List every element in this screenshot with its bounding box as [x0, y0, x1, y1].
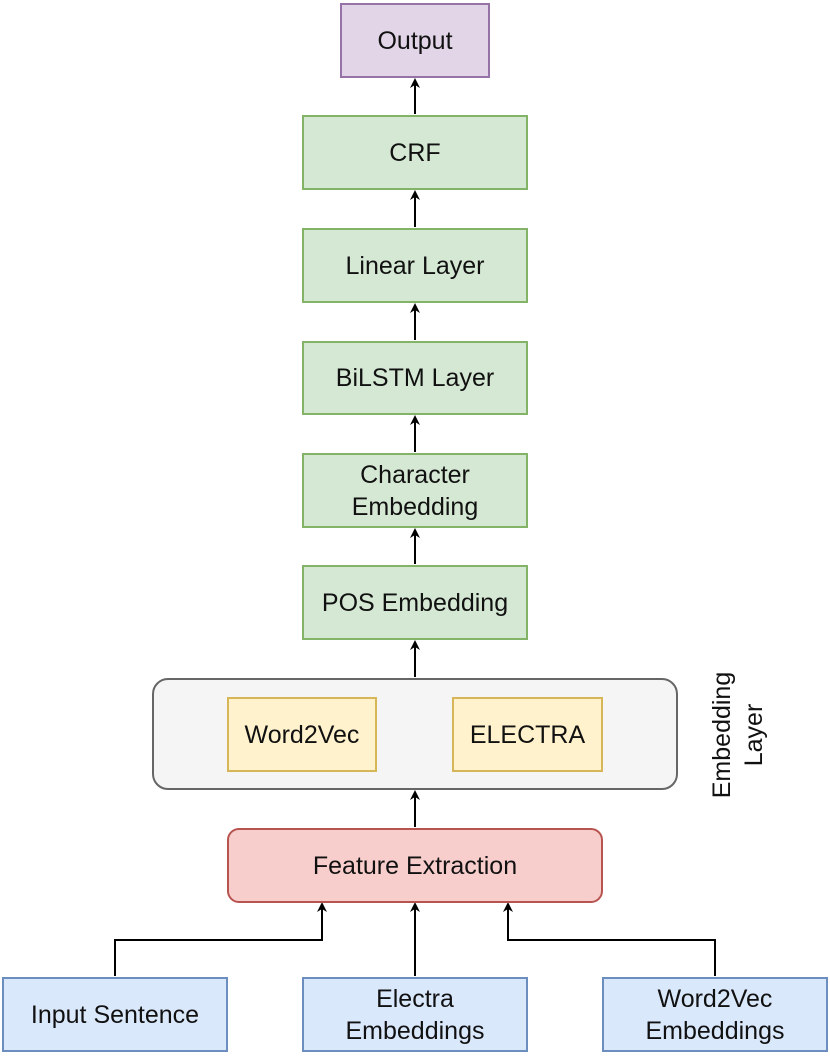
- electra-embeddings-label: Electra Embeddings: [345, 984, 485, 1045]
- crf-label: CRF: [389, 138, 441, 167]
- output-node: Output: [340, 3, 490, 78]
- linear-layer-label: Linear Layer: [345, 251, 485, 280]
- word2vec-node: Word2Vec: [227, 697, 377, 772]
- pos-embedding-node: POS Embedding: [302, 565, 528, 640]
- embedding-layer-label: Embedding Layer: [708, 671, 768, 799]
- linear-layer-node: Linear Layer: [302, 228, 528, 303]
- bilstm-layer-label: BiLSTM Layer: [335, 364, 495, 392]
- crf-node: CRF: [302, 115, 528, 190]
- word2vec-embeddings-node: Word2Vec Embeddings: [602, 977, 828, 1052]
- feature-extraction-label: Feature Extraction: [312, 851, 518, 880]
- word2vec-embeddings-label: Word2Vec Embeddings: [645, 984, 785, 1045]
- arrow-input-sentence-to-feature: [114, 902, 327, 976]
- electra-node: ELECTRA: [452, 697, 603, 772]
- bilstm-layer-node: BiLSTM Layer: [302, 341, 528, 415]
- character-embedding-label: Character Embedding: [351, 460, 479, 521]
- feature-extraction-node: Feature Extraction: [227, 828, 603, 903]
- word2vec-label: Word2Vec: [244, 720, 360, 749]
- output-label: Output: [377, 26, 453, 55]
- input-sentence-label: Input Sentence: [30, 1000, 200, 1029]
- pos-embedding-label: POS Embedding: [321, 588, 509, 617]
- input-sentence-node: Input Sentence: [2, 977, 228, 1052]
- character-embedding-node: Character Embedding: [302, 453, 528, 528]
- electra-embeddings-node: Electra Embeddings: [302, 977, 528, 1052]
- electra-label: ELECTRA: [469, 720, 586, 749]
- arrow-word2vec-embeddings-to-feature: [503, 902, 716, 976]
